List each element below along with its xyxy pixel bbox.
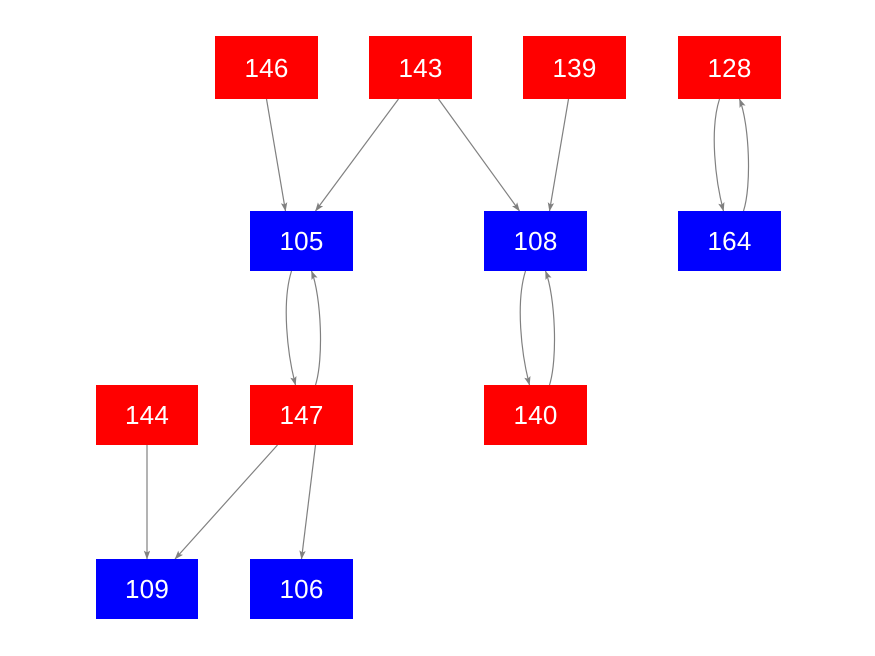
graph-edge-164-to-128: [738, 98, 750, 212]
graph-edge-147-to-106: [299, 444, 317, 560]
graph-edge-108-to-140: [519, 270, 531, 386]
graph-node-105[interactable]: 105: [250, 211, 353, 271]
graph-node-139[interactable]: 139: [523, 36, 626, 99]
graph-node-label: 147: [279, 400, 324, 430]
graph-node-106[interactable]: 106: [250, 559, 353, 619]
graph-node-label: 108: [513, 226, 558, 256]
graph-node-label: 106: [279, 574, 324, 604]
graph-edge-147-to-105: [310, 270, 322, 386]
graph-node-146[interactable]: 146: [215, 36, 318, 99]
graph-node-label: 140: [513, 400, 558, 430]
graph-node-label: 128: [707, 52, 752, 83]
graph-edge-105-to-147: [285, 270, 297, 386]
graph-node-147[interactable]: 147: [250, 385, 353, 445]
graph-edge-143-to-105: [315, 98, 399, 212]
graph-node-label: 105: [279, 226, 324, 256]
graph-node-label: 146: [244, 52, 289, 83]
graph-edge-146-to-105: [265, 98, 288, 212]
graph-node-108[interactable]: 108: [484, 211, 587, 271]
graph-node-140[interactable]: 140: [484, 385, 587, 445]
graph-node-144[interactable]: 144: [96, 385, 198, 445]
graph-node-label: 164: [707, 226, 752, 256]
graph-node-109[interactable]: 109: [96, 559, 198, 619]
graph-node-128[interactable]: 128: [678, 36, 781, 99]
graph-node-label: 144: [125, 400, 169, 430]
graph-edge-128-to-164: [713, 98, 725, 212]
graph-node-label: 109: [125, 574, 169, 604]
graph-node-164[interactable]: 164: [678, 211, 781, 271]
graph-edge-147-to-109: [174, 444, 278, 560]
graph-edge-143-to-108: [438, 98, 520, 212]
graph-node-label: 143: [398, 52, 443, 83]
graph-edge-139-to-108: [547, 98, 570, 212]
graph-edge-140-to-108: [544, 270, 556, 386]
graph-node-label: 139: [552, 52, 597, 83]
graph-node-143[interactable]: 143: [369, 36, 472, 99]
